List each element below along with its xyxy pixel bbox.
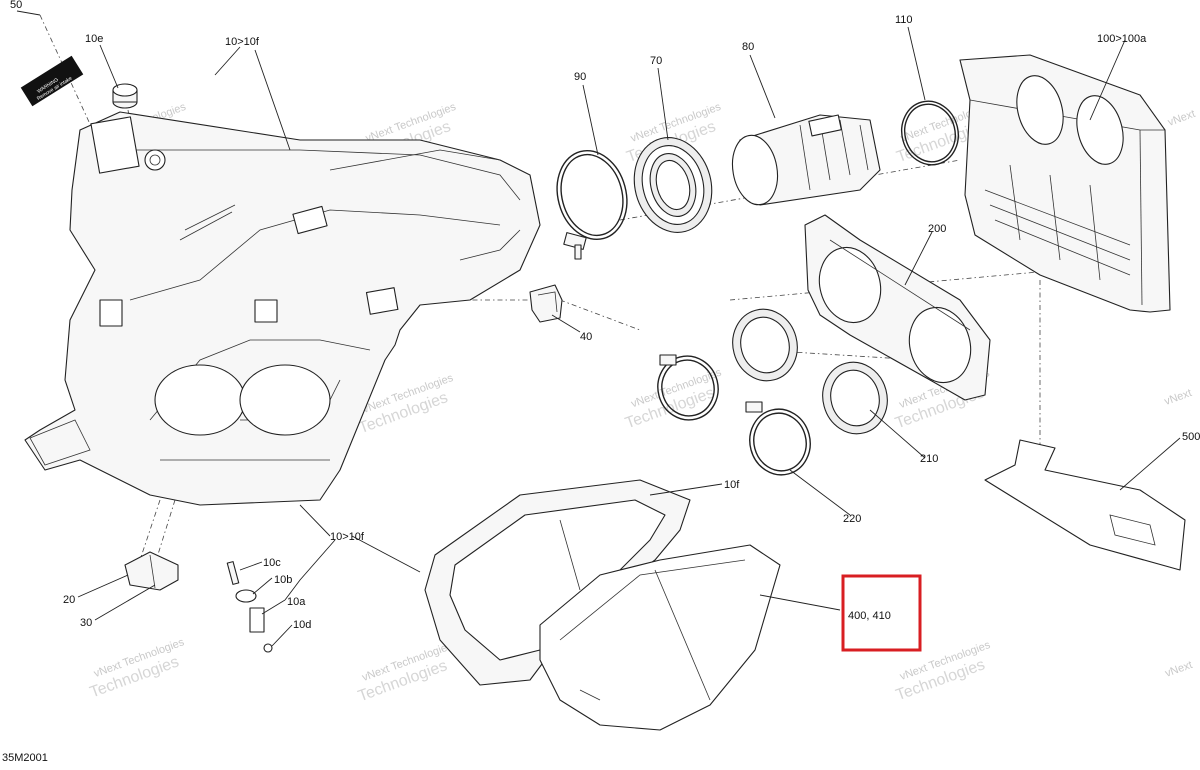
seal-frame-10f [424,479,691,686]
adaptor-ring-70 [633,137,713,233]
callout-10c: 10c [263,557,281,569]
watermark: vNext [1163,387,1194,408]
watermark: vNext Technologies Technologies [356,640,455,705]
callout-50: 50 [10,0,22,11]
coupler-210 [822,361,888,435]
callout-40: 40 [580,331,592,343]
foam-pad-500 [984,439,1186,571]
o-ring-110 [901,100,959,166]
callout-30: 30 [80,617,92,629]
callout-70: 70 [650,55,662,67]
upper-housing-100 [959,54,1171,313]
callout-500: 500 [1182,431,1200,443]
hose-clamp-upper [657,354,719,421]
hose-clamp-90 [556,149,628,260]
air-intake-housing [24,111,541,506]
callout-10d: 10d [293,619,311,631]
highlight-box [841,574,922,652]
callout-10a: 10a [287,596,306,608]
air-filter-400 [539,544,781,731]
callout-200: 200 [928,223,946,235]
callouts: 50 10e 10>10f 90 70 80 110 100>100a 200 … [10,0,1200,631]
callout-110: 110 [895,14,913,26]
intake-duct-200 [804,214,991,401]
callout-10-10f-top: 10>10f [225,36,260,48]
watermark: vNext [1164,659,1195,680]
watermark: vNext Technologies Technologies [88,636,187,701]
callout-90: 90 [574,71,586,83]
coupler-upper-left [732,308,798,382]
svg-text:vNext: vNext [1166,108,1197,129]
callout-10-10f-bottom: 10>10f [330,531,365,543]
bracket-20-30 [124,551,179,591]
callout-400-410: 400, 410 [848,610,891,622]
warning-label-sticker: WARNING Remove air intake [20,55,84,107]
fastener-kit [226,561,273,653]
diagram-code: 35M2001 [2,752,48,764]
svg-text:vNext: vNext [1164,659,1195,680]
leader-lines [16,10,1181,647]
watermark: vNext Technologies Technologies [623,366,724,432]
plug-10e [112,83,138,109]
callout-10e: 10e [85,33,103,45]
callout-100-100a: 100>100a [1097,33,1147,45]
velocity-stack-80 [731,114,881,206]
callout-220: 220 [843,513,861,525]
watermark: vNext [1166,108,1197,129]
svg-text:vNext: vNext [1163,387,1194,408]
callout-210: 210 [920,453,938,465]
callout-20: 20 [63,594,75,606]
clip-40 [529,284,563,323]
callout-80: 80 [742,41,754,53]
hose-clamp-220 [745,401,811,476]
callout-10b: 10b [274,574,292,586]
callout-10f: 10f [724,479,740,491]
